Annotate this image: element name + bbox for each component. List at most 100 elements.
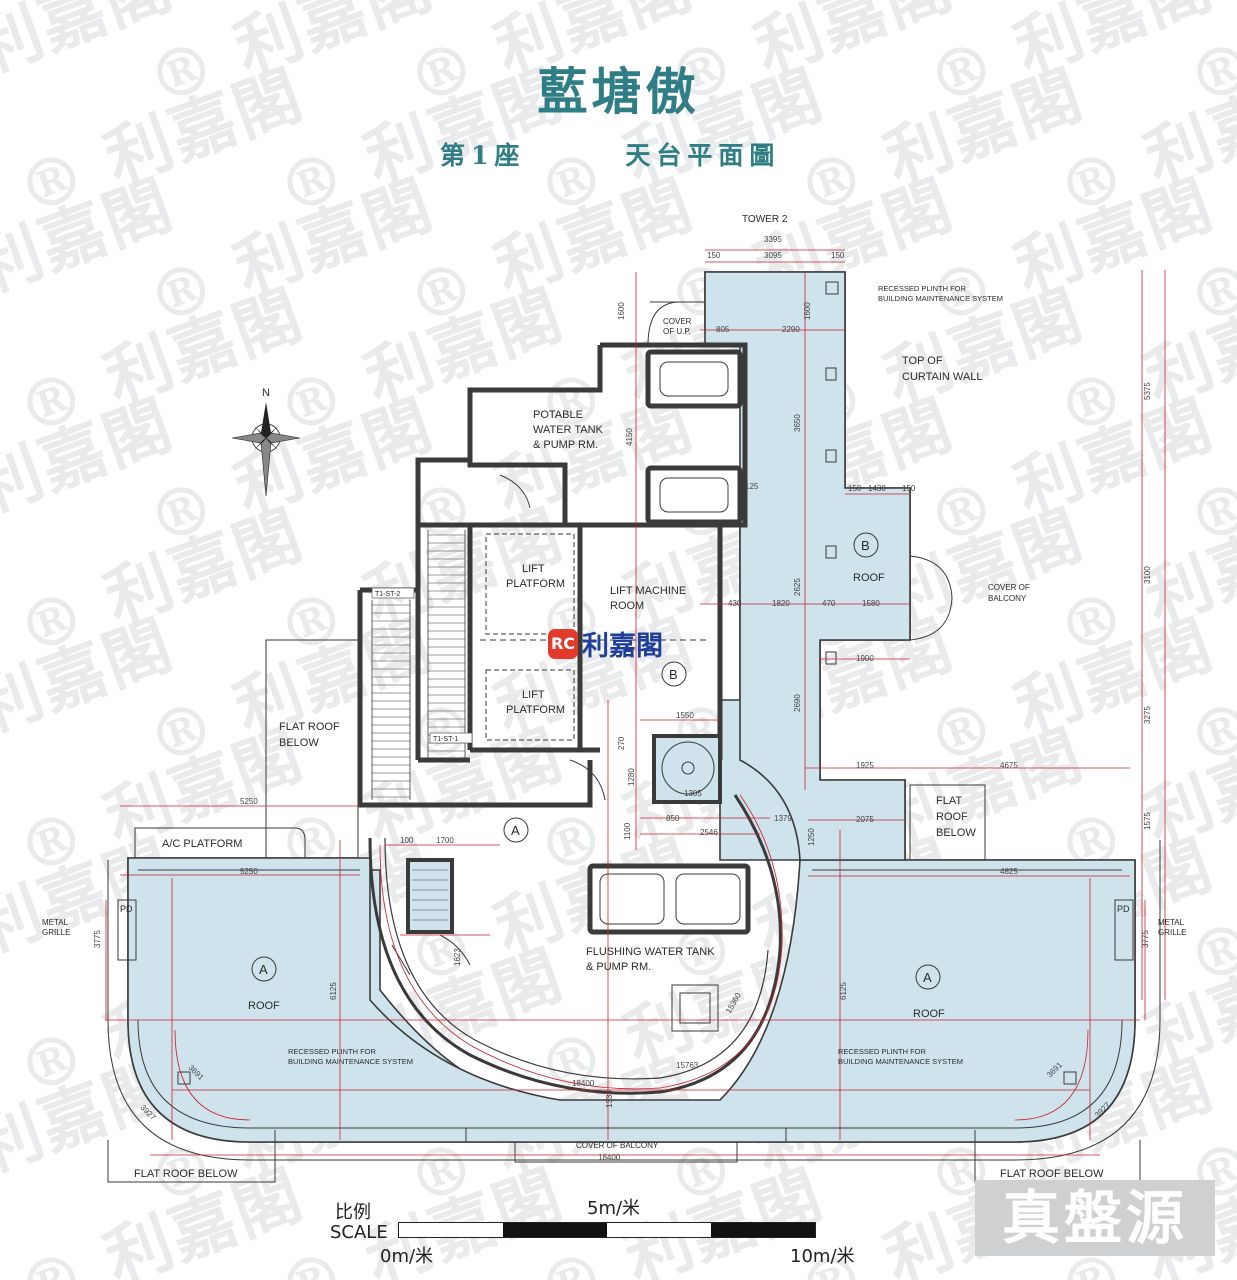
dim-3395: 3395	[764, 235, 782, 244]
dim-5250b: 5250	[240, 867, 258, 876]
roof-a-left-letter: A	[259, 962, 268, 977]
scale-label-zh: 比例	[335, 1202, 371, 1223]
dim-1600: 1600	[617, 302, 626, 320]
flat-roof-right-2: ROOF	[936, 811, 968, 823]
dim-1820: 1820	[772, 599, 790, 608]
lift-machine-room-2: ROOM	[610, 600, 644, 612]
plan-name: 天台平面圖	[625, 141, 781, 170]
dim-1925: 1925	[856, 761, 874, 770]
dim-1430: 1430	[868, 484, 886, 493]
dim-150a: 150	[707, 251, 721, 260]
block-number: 第1座	[440, 141, 526, 170]
lift-machine-room-1: LIFT MACHINE	[610, 585, 686, 597]
scale-label-en: SCALE	[330, 1222, 388, 1243]
dim-1280: 1280	[627, 768, 636, 786]
dim-3095: 3095	[764, 251, 782, 260]
dim-5375: 5375	[1143, 382, 1152, 400]
recessed-plinth-right-1: RECESSED PLINTH FOR	[838, 1047, 927, 1056]
scale-bar	[398, 1222, 816, 1238]
dim-3100: 3100	[1143, 566, 1152, 584]
dim-1379: 1379	[774, 814, 792, 823]
dim-2546: 2546	[700, 828, 718, 837]
dim-470: 470	[822, 599, 836, 608]
lift-platform-1a: LIFT	[522, 563, 545, 575]
dim-150c: 150	[848, 484, 862, 493]
dim-150d: 150	[902, 484, 916, 493]
dim-5250a: 5250	[240, 797, 258, 806]
dim-4150: 4150	[625, 428, 634, 446]
dim-2690: 2690	[793, 694, 802, 712]
dim-6125l: 6125	[329, 982, 338, 1000]
cover-of-balcony-right-1: COVER OF	[988, 583, 1030, 592]
roof-b-letter: B	[861, 538, 870, 553]
dim-125: 125	[745, 482, 759, 491]
roof-a-right-letter: A	[923, 970, 932, 985]
roof-b-label: ROOF	[853, 572, 885, 584]
flat-roof-right-3: BELOW	[936, 827, 976, 839]
page-title: 藍塘傲	[537, 62, 700, 121]
dim-3775r: 3775	[1141, 930, 1150, 948]
metal-grille-right-2: GRILLE	[1158, 928, 1186, 937]
dim-3775l: 3775	[93, 930, 102, 948]
dim-1305: 1305	[684, 789, 702, 798]
dim-1600b: 1600	[803, 302, 812, 320]
flat-roof-right-1: FLAT	[936, 795, 962, 807]
flat-roof-below-bl: FLAT ROOF BELOW	[134, 1168, 238, 1180]
scale-start-label: 0m/米	[380, 1246, 434, 1267]
dim-2625: 2625	[793, 578, 802, 596]
flushing-tank-1: FLUSHING WATER TANK	[586, 946, 715, 958]
lift-b-letter: B	[669, 667, 678, 682]
flat-roof-left-1: FLAT ROOF	[279, 721, 340, 733]
potable-tank-2: WATER TANK	[533, 424, 604, 436]
lift-platform-1b: PLATFORM	[506, 578, 565, 590]
flat-roof-below-br: FLAT ROOF BELOW	[1000, 1168, 1104, 1180]
metal-grille-left-2: GRILLE	[42, 928, 70, 937]
scale-end-label: 10m/米	[790, 1246, 855, 1267]
lift-platform-2a: LIFT	[522, 689, 545, 701]
page-subtitle: 第1座 天台平面圖	[440, 136, 780, 172]
corridor-a-letter: A	[511, 823, 520, 838]
stair-label-2: T1-ST-1	[433, 736, 458, 743]
dim-100: 100	[400, 836, 414, 845]
dim-3650: 3650	[793, 414, 802, 432]
recessed-plinth-left-1: RECESSED PLINTH FOR	[288, 1047, 377, 1056]
logo-mark-icon: RC	[548, 628, 578, 659]
top-of-curtain-wall-1: TOP OF	[902, 355, 943, 367]
logo-text: 利嘉閣	[582, 631, 663, 662]
dim-1700: 1700	[436, 836, 454, 845]
dim-2290: 2290	[782, 325, 800, 334]
dim-1575: 1575	[1143, 812, 1152, 830]
recessed-plinth-top-1: RECESSED PLINTH FOR	[878, 284, 967, 293]
top-of-curtain-wall-2: CURTAIN WALL	[902, 371, 982, 383]
dim-1900: 1900	[856, 654, 874, 663]
dim-270: 270	[617, 736, 626, 750]
dim-4825: 4825	[1000, 867, 1018, 876]
dim-850: 850	[666, 814, 680, 823]
dim-1623: 1623	[453, 948, 462, 966]
metal-grille-left-1: METAL	[42, 918, 69, 927]
lift-platform-2b: PLATFORM	[506, 704, 565, 716]
tower2-label: TOWER 2	[742, 214, 788, 225]
flat-roof-left-2: BELOW	[279, 737, 319, 749]
dim-1580: 1580	[862, 599, 880, 608]
pd-right: PD	[1117, 904, 1130, 914]
cover-of-balcony-right-2: BALCONY	[988, 594, 1027, 603]
scale-mid-label: 5m/米	[587, 1198, 641, 1219]
cover-of-up-1: COVER	[663, 317, 692, 326]
dim-1100: 1100	[623, 822, 632, 840]
dim-1550: 1550	[676, 711, 694, 720]
dim-1250: 1250	[807, 828, 816, 846]
dim-4675: 4675	[1000, 761, 1018, 770]
recessed-plinth-top-2: BUILDING MAINTENANCE SYSTEM	[878, 294, 1003, 303]
dim-3275: 3275	[1143, 706, 1152, 724]
pd-left: PD	[120, 904, 133, 914]
stair-label-1: T1-ST-2	[375, 591, 400, 598]
dim-430: 430	[728, 599, 742, 608]
dim-805: 805	[716, 325, 730, 334]
cover-of-up-2: OF U.P.	[663, 327, 691, 336]
flushing-tank-2: & PUMP RM.	[586, 961, 651, 973]
potable-tank-1: POTABLE	[533, 409, 583, 421]
recessed-plinth-right-2: BUILDING MAINTENANCE SYSTEM	[838, 1057, 963, 1066]
dim-2075: 2075	[856, 815, 874, 824]
dim-6125r: 6125	[839, 982, 848, 1000]
